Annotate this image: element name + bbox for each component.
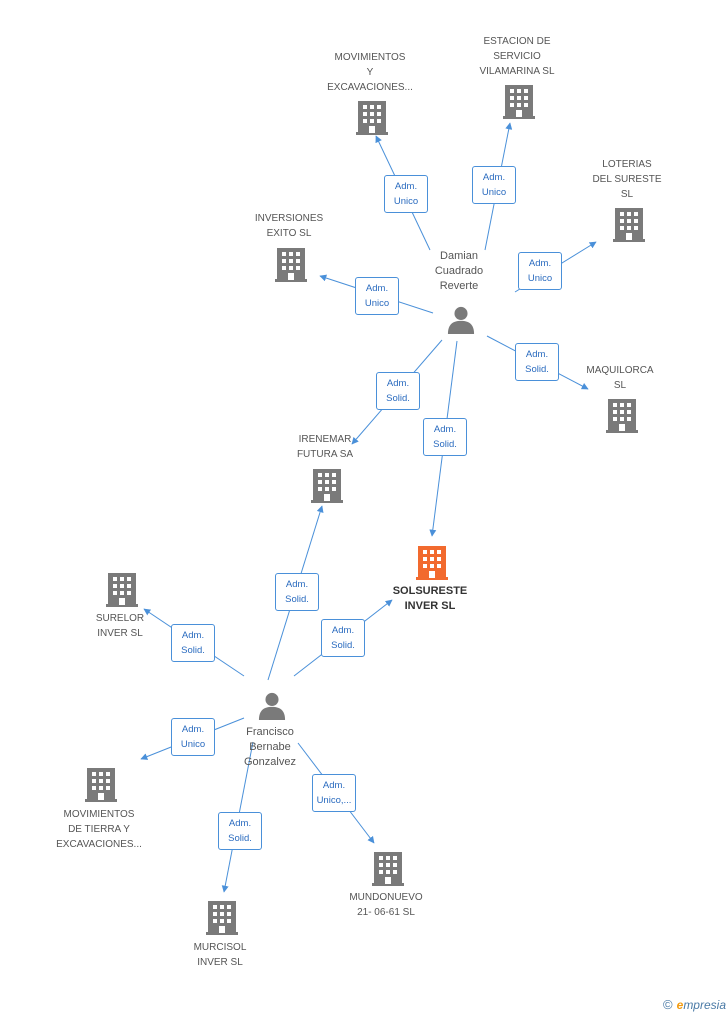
building-icon-maquilorca[interactable] xyxy=(606,399,638,433)
company-label-irenemar[interactable]: IRENEMAR FUTURA SA xyxy=(296,434,354,460)
edge-label-francisco-irenemar[interactable]: Adm. Solid. xyxy=(275,573,319,611)
edge-label-francisco-movexc2[interactable]: Adm. Unico xyxy=(171,718,215,756)
person-icon-damian[interactable] xyxy=(447,306,475,334)
person-label-damian[interactable]: Damian Cuadrado Reverte xyxy=(434,250,484,292)
company-label-maquilorca[interactable]: MAQUILORCA SL xyxy=(586,365,654,391)
copyright-icon: © xyxy=(663,997,673,1012)
building-icon-movexc2[interactable] xyxy=(85,768,117,802)
edge-label-damian-irenemar[interactable]: Adm. Solid. xyxy=(376,372,420,410)
building-icon-movexc1[interactable] xyxy=(356,101,388,135)
edge-label-francisco-surelor[interactable]: Adm. Solid. xyxy=(171,624,215,662)
edge-label-francisco-solsureste[interactable]: Adm. Solid. xyxy=(321,619,365,657)
edge-label-damian-inversiones[interactable]: Adm. Unico xyxy=(355,277,399,315)
company-label-movexc1[interactable]: MOVIMIENTOS Y EXCAVACIONES... xyxy=(327,51,413,93)
edge-label-francisco-mundonuevo[interactable]: Adm. Unico,... xyxy=(312,774,356,812)
building-icon-murcisol[interactable] xyxy=(206,901,238,935)
company-label-solsureste[interactable]: SOLSURESTE INVER SL xyxy=(392,585,468,612)
edge-label-francisco-murcisol[interactable]: Adm. Solid. xyxy=(218,812,262,850)
company-label-inversiones[interactable]: INVERSIONES EXITO SL xyxy=(254,213,324,239)
company-label-loterias[interactable]: LOTERIAS DEL SURESTE SL xyxy=(592,158,662,200)
edge-label-damian-estacion[interactable]: Adm. Unico xyxy=(472,166,516,204)
edge-label-damian-maquilorca[interactable]: Adm. Solid. xyxy=(515,343,559,381)
company-label-murcisol[interactable]: MURCISOL INVER SL xyxy=(193,942,247,968)
building-icon-inversiones[interactable] xyxy=(275,248,307,282)
company-label-estacion[interactable]: ESTACION DE SERVICIO VILAMARINA SL xyxy=(479,35,555,77)
edge-label-damian-solsureste[interactable]: Adm. Solid. xyxy=(423,418,467,456)
building-icon-solsureste[interactable] xyxy=(416,546,448,580)
building-icon-loterias[interactable] xyxy=(613,208,645,242)
brand-logo: ©empresia xyxy=(663,997,726,1012)
building-icon-estacion[interactable] xyxy=(503,85,535,119)
building-icon-irenemar[interactable] xyxy=(311,469,343,503)
person-icon-francisco[interactable] xyxy=(258,692,286,720)
edge-label-damian-movexc1[interactable]: Adm. Unico xyxy=(384,175,428,213)
company-label-movexc2[interactable]: MOVIMIENTOS DE TIERRA Y EXCAVACIONES... xyxy=(56,808,142,850)
company-label-surelor[interactable]: SURELOR INVER SL xyxy=(95,613,145,639)
building-icon-mundonuevo[interactable] xyxy=(372,852,404,886)
edge-label-damian-loterias[interactable]: Adm. Unico xyxy=(518,252,562,290)
company-label-mundonuevo[interactable]: MUNDONUEVO 21- 06-61 SL xyxy=(349,892,423,918)
building-icon-surelor[interactable] xyxy=(106,573,138,607)
person-label-francisco[interactable]: Francisco Bernabe Gonzalvez xyxy=(244,726,296,768)
